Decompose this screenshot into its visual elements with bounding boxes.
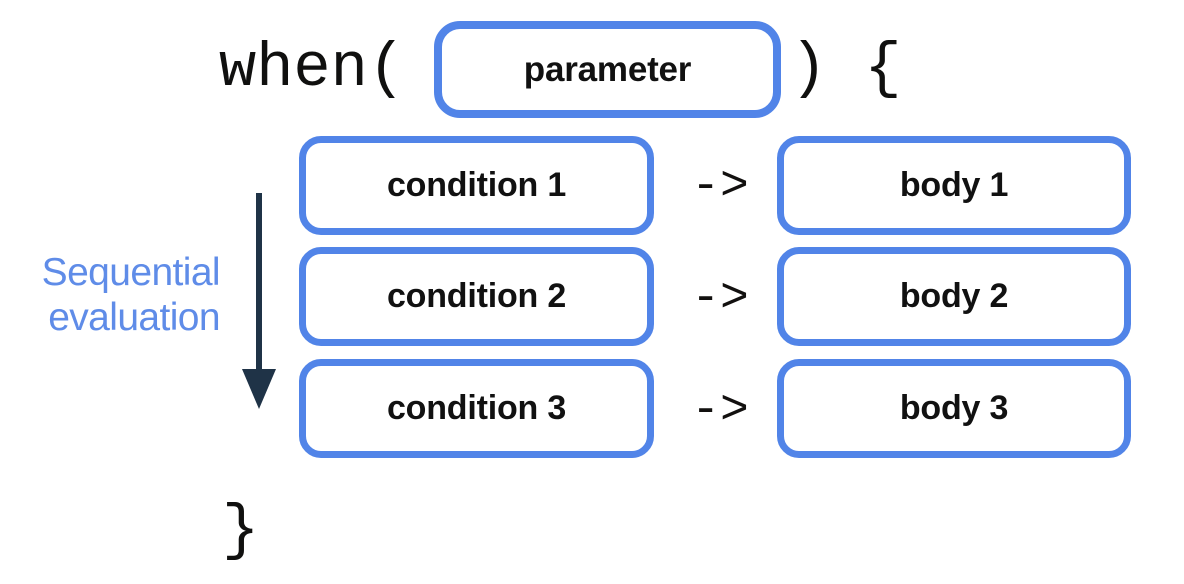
parameter-box[interactable]: parameter (434, 21, 781, 118)
body-box[interactable]: body 3 (777, 359, 1131, 458)
body-box[interactable]: body 1 (777, 136, 1131, 235)
condition-label: condition 3 (386, 389, 567, 427)
body-label: body 3 (899, 389, 1009, 427)
condition-box[interactable]: condition 3 (299, 359, 654, 458)
condition-box[interactable]: condition 1 (299, 136, 654, 235)
code-token-close-brace: } (222, 495, 260, 566)
condition-box[interactable]: condition 2 (299, 247, 654, 346)
sequential-evaluation-caption: Sequential evaluation (0, 250, 221, 340)
body-label: body 2 (899, 277, 1009, 315)
parameter-label: parameter (523, 49, 692, 89)
condition-label: condition 1 (386, 166, 567, 204)
sequential-evaluation-line-1: Sequential (41, 251, 221, 294)
code-token-close-paren-open-brace: ) { (790, 33, 902, 104)
condition-label: condition 2 (386, 277, 567, 315)
branch-arrow-operator: -> (691, 384, 749, 438)
down-arrow-icon (236, 193, 282, 411)
branch-arrow-operator: -> (691, 272, 749, 326)
sequential-evaluation-line-2: evaluation (48, 296, 220, 339)
body-box[interactable]: body 2 (777, 247, 1131, 346)
branch-arrow-operator: -> (691, 160, 749, 214)
code-keyword-when: when( (219, 33, 406, 104)
body-label: body 1 (899, 166, 1009, 204)
